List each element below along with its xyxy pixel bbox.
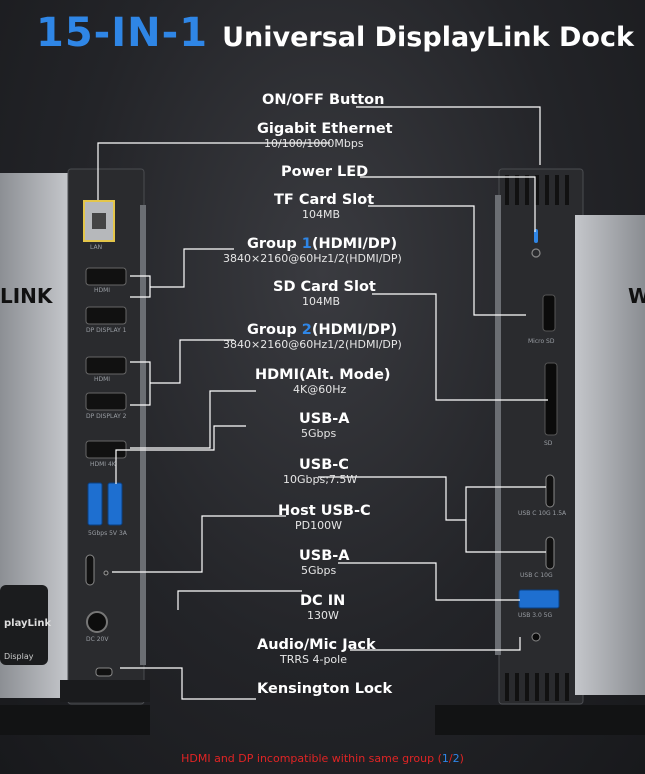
hdmi-port-2 (85, 356, 127, 375)
label-group-2: Group 2(HDMI/DP) (247, 322, 397, 338)
group-1-text-a: Group (247, 236, 302, 252)
usb-a-port-left-2 (107, 482, 123, 526)
label-tf-card-slot: TF Card Slot (274, 192, 375, 208)
label-dc-in: DC IN (300, 593, 346, 609)
group-2-text-b: (HDMI/DP) (311, 322, 398, 338)
group-2-number: 2 (301, 322, 312, 338)
label-group-1: Group 1(HDMI/DP) (247, 236, 397, 252)
label-microsd: Micro SD (528, 338, 555, 345)
sub-audio-mic-jack: TRRS 4-pole (280, 653, 347, 666)
label-dc: DC 20V (86, 636, 109, 643)
label-hdmi3: HDMI 4K (90, 461, 116, 468)
label-usb: 5Gbps 5V 3A (88, 530, 127, 537)
left-badge-2: Display (4, 652, 34, 661)
sub-usb-a-2: 5Gbps (301, 564, 337, 577)
footer-num-1: 1 (441, 752, 449, 765)
sub-sd-card-slot: 104MB (302, 295, 341, 308)
dock-right-view (435, 168, 645, 735)
label-lan: LAN (90, 244, 103, 251)
label-kensington-lock: Kensington Lock (257, 681, 393, 697)
dp-port-2 (85, 392, 127, 411)
sub-gigabit-ethernet: 10/100/1000Mbps (264, 137, 364, 150)
title-text: Universal DisplayLink Dock (222, 22, 634, 53)
left-brand: LINK (0, 284, 53, 308)
power-led (534, 229, 538, 243)
usb-a-port-right (518, 589, 560, 609)
label-on-off-button: ON/OFF Button (262, 92, 385, 108)
audio-jack (531, 632, 541, 642)
label-host-usb-c: Host USB-C (278, 503, 371, 519)
label-usbc2: USB C 10G (520, 572, 553, 579)
tf-card-slot (542, 294, 556, 332)
group-1-text-b: (HDMI/DP) (311, 236, 398, 252)
footer-text-b: ) (459, 752, 464, 765)
footer-num-2: 2 (452, 752, 460, 765)
label-usb-a-1: USB-A (299, 411, 350, 427)
label-usb-c: USB-C (299, 457, 349, 473)
label-gigabit-ethernet: Gigabit Ethernet (257, 121, 393, 137)
sub-group-1: 3840×2160@60Hz1/2(HDMI/DP) (223, 252, 402, 265)
ethernet-port (83, 200, 115, 242)
dp-port-1 (85, 306, 127, 325)
group-2-text-a: Group (247, 322, 302, 338)
on-off-button-icon (531, 248, 541, 258)
label-sd: SD (544, 440, 553, 447)
usb-c-port-2 (545, 536, 555, 570)
title-number: 15-IN-1 (36, 10, 209, 56)
sub-tf-card-slot: 104MB (302, 208, 341, 221)
left-badge-1: playLink (4, 618, 52, 629)
label-usb-a-2: USB-A (299, 548, 350, 564)
footer-slash: / (448, 752, 453, 765)
label-usba: USB 3.0 5G (518, 612, 553, 619)
dock-left-view (0, 168, 150, 735)
label-hdmi2: HDMI (94, 376, 111, 383)
label-hdmi1: HDMI (94, 287, 111, 294)
kensington-slot (95, 667, 113, 677)
sub-host-usb-c: PD100W (295, 519, 342, 532)
label-power-led: Power LED (281, 164, 369, 180)
sub-group-2: 3840×2160@60Hz1/2(HDMI/DP) (223, 338, 402, 351)
footer-note: HDMI and DP incompatible within same gro… (0, 752, 645, 765)
label-hdmi-alt-mode: HDMI(Alt. Mode) (255, 367, 391, 383)
group-1-number: 1 (301, 236, 312, 252)
host-usb-c-port (85, 554, 95, 586)
sub-usb-c: 10Gbps;7.5W (283, 473, 358, 486)
hdmi-port-1 (85, 267, 127, 286)
label-dp2: DP DISPLAY 2 (86, 413, 127, 420)
usb-a-port-left-1 (87, 482, 103, 526)
footer-text-a: HDMI and DP incompatible within same gro… (181, 752, 442, 765)
label-audio-mic-jack: Audio/Mic Jack (257, 637, 376, 653)
sub-dc-in: 130W (307, 609, 339, 622)
usb-c-port-1 (545, 474, 555, 508)
label-sd-card-slot: SD Card Slot (273, 279, 376, 295)
page-title: 15-IN-1 Universal DisplayLink Dock (36, 10, 634, 60)
label-usbc1: USB C 10G 1.5A (518, 510, 567, 517)
dc-in-port (86, 611, 108, 633)
sub-hdmi-alt-mode: 4K@60Hz (293, 383, 347, 396)
sub-usb-a-1: 5Gbps (301, 427, 337, 440)
right-brand: W (628, 284, 645, 308)
label-dp1: DP DISPLAY 1 (86, 327, 127, 334)
sd-card-slot (544, 362, 558, 436)
